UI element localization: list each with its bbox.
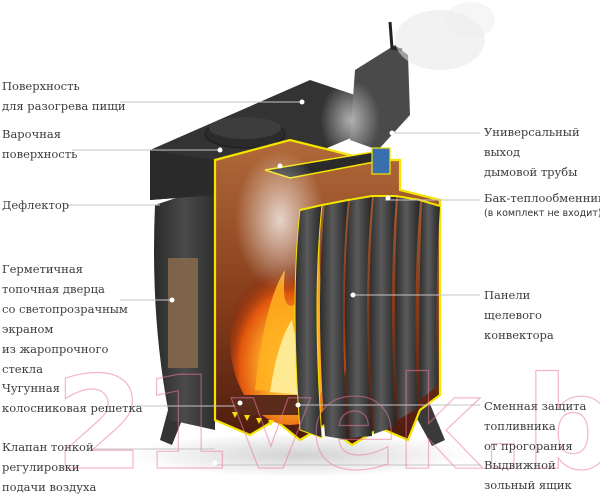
label-sealed-door: Герметичная топочная дверца со светопроз… bbox=[2, 262, 128, 376]
heat-exchanger-tank bbox=[371, 147, 391, 175]
label-flue-outlet: Универсальный выход дымовой трубы bbox=[484, 125, 580, 179]
air-vent-arrows bbox=[232, 412, 274, 426]
label-firebox-protection: Сменная защита топливника от прогорания bbox=[484, 399, 587, 453]
label-deflector: Дефлектор bbox=[2, 198, 70, 212]
label-heat-exchanger-tank: Бак-теплообменник (в комплект не входит) bbox=[484, 191, 600, 219]
door-glass bbox=[168, 258, 198, 368]
callout-dots bbox=[169, 99, 395, 466]
label-cooking-surface: Варочная поверхность bbox=[2, 127, 78, 161]
cooking-lid-top bbox=[209, 117, 281, 139]
convector-fins bbox=[294, 195, 441, 440]
label-ash-drawer: Выдвижной зольный ящик bbox=[484, 458, 572, 492]
label-convector-panels: Панели щелевого конвектора bbox=[484, 288, 554, 342]
floor-shadow bbox=[130, 433, 470, 477]
leader-lines bbox=[66, 101, 480, 466]
label-air-valve: Клапан тонкой регулировки подачи воздуха bbox=[2, 440, 97, 494]
coals bbox=[232, 395, 317, 415]
label-cast-iron-grate: Чугунная колосниковая решетка bbox=[2, 381, 143, 415]
label-heating-surface: Поверхность для разогрева пищи bbox=[2, 79, 126, 113]
